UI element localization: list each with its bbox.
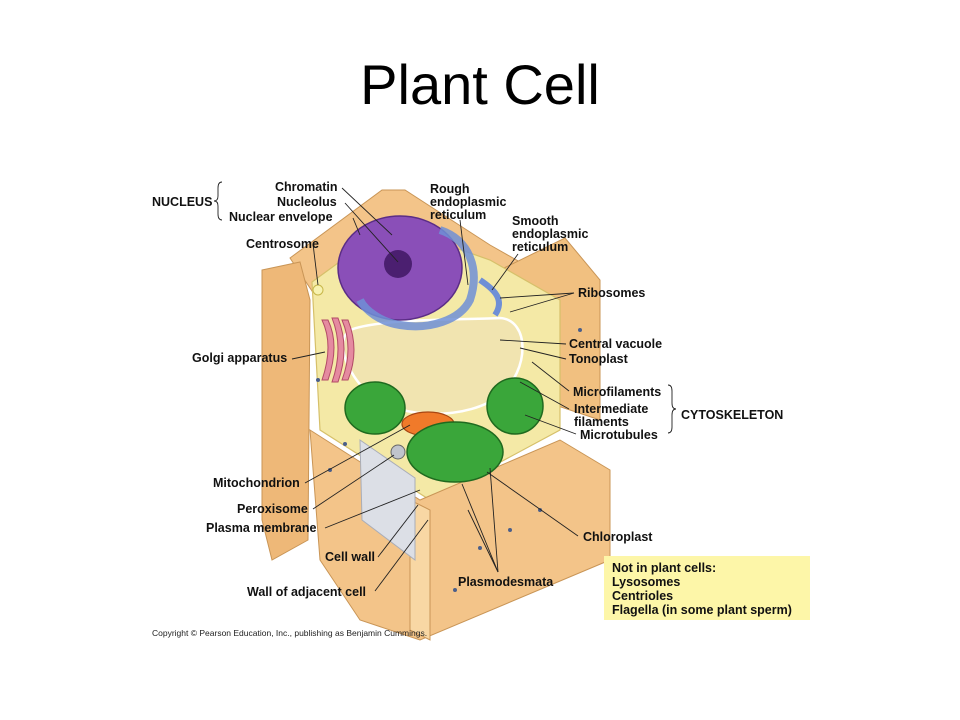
page-title: Plant Cell xyxy=(360,53,600,116)
note-item: Flagella (in some plant sperm) xyxy=(612,603,792,617)
label-ribosomes: Ribosomes xyxy=(578,286,645,300)
peroxisome-shape xyxy=(390,444,406,460)
cell-wall-left xyxy=(261,261,311,561)
chloroplast-shape-1 xyxy=(344,381,406,435)
label-central-vacuole: Central vacuole xyxy=(569,337,662,351)
label-intermediate-1: Intermediate xyxy=(574,402,648,416)
label-cytoskeleton: CYTOSKELETON xyxy=(681,408,783,422)
label-nucleolus: Nucleolus xyxy=(277,195,337,209)
chloroplast-shape-3 xyxy=(486,377,544,435)
label-rough-er-3: reticulum xyxy=(430,208,486,222)
label-smooth-er-2: endoplasmic xyxy=(512,227,588,241)
label-smooth-er-1: Smooth xyxy=(512,214,559,228)
centrosome-shape xyxy=(312,284,324,296)
label-plasmodesmata: Plasmodesmata xyxy=(458,575,554,589)
label-chloroplast: Chloroplast xyxy=(583,530,653,544)
label-microtubules: Microtubules xyxy=(580,428,658,442)
label-rough-er-2: endoplasmic xyxy=(430,195,506,209)
label-mitochondrion: Mitochondrion xyxy=(213,476,300,490)
leader-lines xyxy=(213,181,677,592)
note-box: Not in plant cells: Lysosomes Centrioles… xyxy=(604,556,810,620)
note-heading: Not in plant cells: xyxy=(612,561,717,575)
note-item: Lysosomes xyxy=(612,575,681,589)
label-plasma-membrane: Plasma membrane xyxy=(206,521,317,535)
label-smooth-er-3: reticulum xyxy=(512,240,568,254)
label-chromatin: Chromatin xyxy=(275,180,338,194)
label-nucleus: NUCLEUS xyxy=(152,195,212,209)
label-centrosome: Centrosome xyxy=(246,237,319,251)
label-peroxisome: Peroxisome xyxy=(237,502,308,516)
label-tonoplast: Tonoplast xyxy=(569,352,629,366)
label-cell-wall: Cell wall xyxy=(325,550,375,564)
label-intermediate-2: filaments xyxy=(574,415,629,429)
label-golgi: Golgi apparatus xyxy=(192,351,287,365)
label-wall-adjacent: Wall of adjacent cell xyxy=(247,585,366,599)
er-shape xyxy=(356,226,478,331)
chloroplast-shape-2 xyxy=(406,421,504,483)
label-nuclear-envelope: Nuclear envelope xyxy=(229,210,333,224)
labels: NUCLEUS Chromatin Nucleolus Nuclear enve… xyxy=(152,180,783,638)
label-microfilaments: Microfilaments xyxy=(573,385,661,399)
note-item: Centrioles xyxy=(612,589,674,603)
cell-illustration xyxy=(261,189,611,641)
golgi-shape xyxy=(321,317,355,383)
copyright-text: Copyright © Pearson Education, Inc., pub… xyxy=(152,628,427,638)
label-rough-er-1: Rough xyxy=(430,182,470,196)
